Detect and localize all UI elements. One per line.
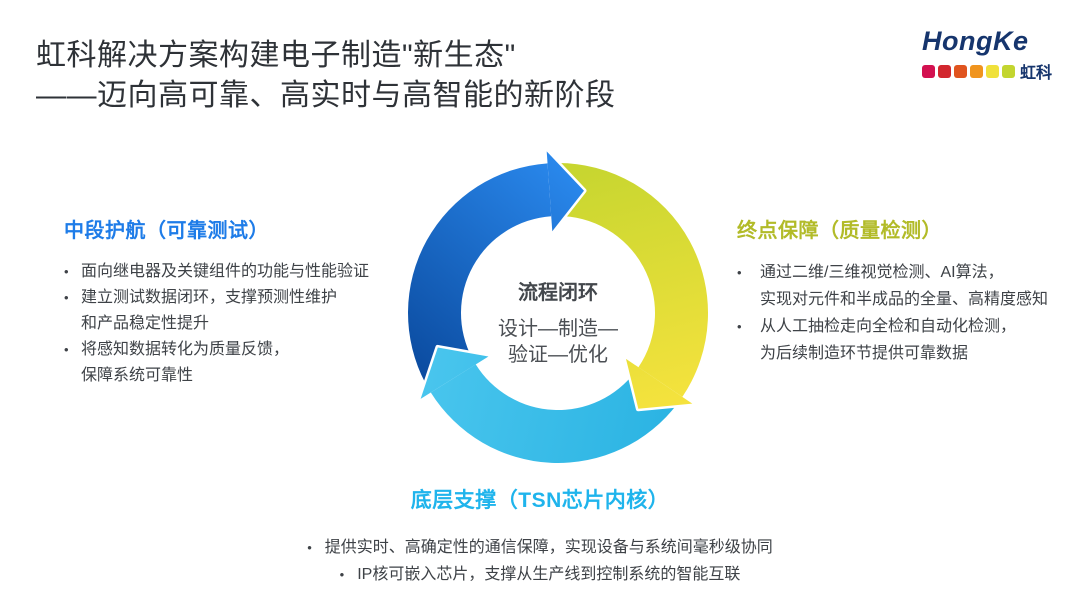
bullet-dot: • (737, 265, 742, 280)
section-tsn-chip-core: 底层支撑（TSN芯片内核） • 提供实时、高确定性的通信保障，实现设备与系统间毫秒… (0, 484, 1080, 588)
bullet-text: 建立测试数据闭环，支撑预测性维护 (81, 289, 338, 306)
cycle-center-line2: 验证—优化 (508, 344, 608, 366)
bullet-text: 和产品稳定性提升 (81, 315, 210, 332)
cycle-segment-yellow-body (555, 162, 709, 397)
cycle-segment-cyan-body (430, 364, 678, 464)
bullet-item: • 建立测试数据闭环，支撑预测性维护 (64, 285, 409, 311)
logo-square-5 (1002, 64, 1015, 78)
cycle-center-line1: 设计—制造— (498, 318, 618, 340)
section-mid-stage-testing: 中段护航（可靠测试） • 面向继电器及关键组件的功能与性能验证 • 建立测试数据闭环，… (64, 214, 409, 389)
bullet-dot: • (64, 290, 69, 305)
bullet-item-continuation: 实现对元件和半成品的全量、高精度感知 (737, 286, 1067, 313)
logo-square-0 (922, 64, 935, 78)
cycle-segment-cyan-arrowhead (420, 347, 489, 399)
bullet-item: • IP核可嵌入芯片，支撑从生产线到控制系统的智能互联 (0, 561, 1080, 588)
bullet-text: 面向继电器及关键组件的功能与性能验证 (81, 263, 370, 280)
bullet-dot: • (307, 540, 312, 555)
bullet-dot: • (64, 264, 69, 279)
logo-square-3 (970, 64, 983, 78)
logo-brand-text: HongKe (922, 26, 1029, 56)
cycle-center-title: 流程闭环 (518, 282, 598, 304)
bullet-item: • 面向继电器及关键组件的功能与性能验证 (64, 259, 409, 285)
hongke-logo: HongKe 虹科 (922, 26, 1054, 83)
bullet-text: 通过二维/三维视觉检测、AI算法， (760, 264, 1004, 281)
cycle-diagram-svg (408, 148, 709, 464)
logo-square-1 (938, 64, 951, 78)
bullet-item: • 将感知数据转化为质量反馈， (64, 337, 409, 363)
section-heading-left: 中段护航（可靠测试） (64, 220, 269, 242)
bullet-item-continuation: 保障系统可靠性 (64, 363, 409, 389)
logo-square-2 (954, 64, 967, 78)
bullet-list-bottom: • 提供实时、高确定性的通信保障，实现设备与系统间毫秒级协同 • IP核可嵌入芯片，支… (0, 534, 1080, 588)
logo-cjk-text: 虹科 (1020, 65, 1053, 82)
logo-color-squares (922, 64, 1015, 78)
bullet-text: 提供实时、高确定性的通信保障，实现设备与系统间毫秒级协同 (324, 539, 773, 556)
bullet-list-right: • 通过二维/三维视觉检测、AI算法， 实现对元件和半成品的全量、高精度感知 • 从人工… (737, 259, 1067, 367)
logo-row: 虹科 (922, 59, 1054, 83)
bullet-list-left: • 面向继电器及关键组件的功能与性能验证 • 建立测试数据闭环，支撑预测性维护和产品稳… (64, 259, 409, 389)
bullet-dot: • (64, 342, 69, 357)
bullet-item: • 从人工抽检走向全检和自动化检测， (737, 313, 1067, 340)
bullet-dot: • (339, 567, 345, 582)
cycle-segment-yellow-arrowhead (625, 358, 693, 409)
bullet-text: 实现对元件和半成品的全量、高精度感知 (760, 291, 1049, 308)
bullet-text: 从人工抽检走向全检和自动化检测， (760, 318, 1017, 335)
bullet-text: 为后续制造环节提供可靠数据 (760, 345, 969, 362)
bullet-item: • 通过二维/三维视觉检测、AI算法， (737, 259, 1067, 286)
bullet-dot: • (737, 319, 742, 334)
logo-square-4 (986, 64, 999, 78)
bullet-text: 将感知数据转化为质量反馈， (81, 341, 290, 358)
cycle-segment-blue-arrowhead (546, 151, 584, 232)
bullet-item-continuation: 为后续制造环节提供可靠数据 (737, 340, 1067, 367)
cycle-segment-blue-body (408, 163, 552, 384)
page-title-line2: ——迈向高可靠、高实时与高智能的新阶段 (36, 79, 616, 112)
section-heading-bottom: 底层支撑（TSN芯片内核） (410, 489, 670, 512)
cycle-center-label: 流程闭环 设计—制造— 验证—优化 (458, 276, 658, 368)
page-title-line1: 虹科解决方案构建电子制造"新生态" (36, 39, 516, 72)
bullet-item-continuation: 和产品稳定性提升 (64, 311, 409, 337)
section-heading-right: 终点保障（质量检测） (737, 220, 942, 242)
page-title: 虹科解决方案构建电子制造"新生态" ——迈向高可靠、高实时与高智能的新阶段 (36, 36, 616, 116)
bullet-text: 保障系统可靠性 (81, 367, 194, 384)
section-endpoint-quality-inspection: 终点保障（质量检测） • 通过二维/三维视觉检测、AI算法， 实现对元件和半成品的全… (737, 214, 1067, 367)
bullet-item: • 提供实时、高确定性的通信保障，实现设备与系统间毫秒级协同 (0, 534, 1080, 561)
bullet-text: IP核可嵌入芯片，支撑从生产线到控制系统的智能互联 (357, 566, 741, 583)
